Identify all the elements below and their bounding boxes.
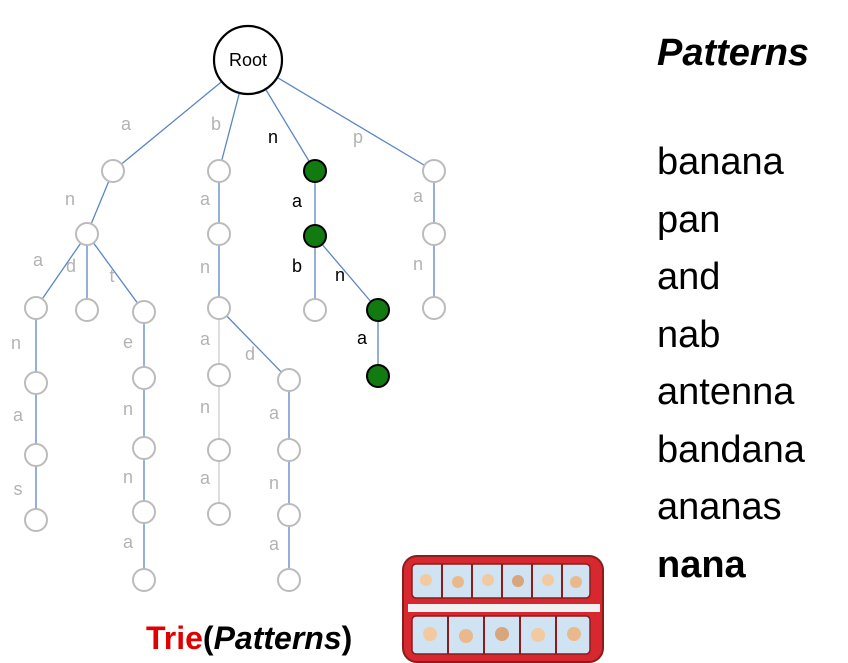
trie-node-an — [75, 222, 99, 246]
trie-edge-label: p — [353, 127, 363, 147]
trie-diagram: a b n p n a d t n a s e n n a a n a d n a a n a a b n a a n Root — [11, 24, 446, 592]
trie-edge-label: a — [269, 534, 280, 554]
trie-edge-label: a — [33, 250, 44, 270]
caption-open-paren: ( — [202, 620, 214, 656]
trie-node-ba — [207, 222, 231, 246]
trie-edge-label: n — [200, 257, 210, 277]
trie-edge-label: n — [123, 399, 133, 419]
trie-node-pan — [422, 296, 446, 320]
trie-edge-label: n — [200, 397, 210, 417]
trie-node-anana — [24, 443, 48, 467]
trie-node-antenna — [132, 568, 156, 592]
patterns-title: Patterns — [657, 32, 810, 74]
trie-edge-label: d — [245, 344, 255, 364]
trie-edge-label: a — [200, 468, 211, 488]
trie-node-ana — [24, 296, 48, 320]
caption-word: Trie — [146, 620, 203, 656]
trie-node-band — [277, 368, 301, 392]
trie-edge-label: a — [121, 114, 132, 134]
trie-node-anan — [24, 371, 48, 395]
trie-edge-label: n — [11, 333, 21, 353]
trie-edge-label: t — [109, 266, 114, 286]
trie-edge-label: e — [123, 332, 133, 352]
trie-node-b — [207, 159, 231, 183]
trie-edge-label: b — [292, 256, 302, 276]
trie-edge-label: s — [14, 479, 23, 499]
trie-node-na — [303, 224, 327, 248]
trie-edge-an-ana — [35, 233, 88, 309]
pattern-item: antenna — [657, 371, 795, 413]
trie-node-ban — [207, 296, 231, 320]
trie-node-ananas — [24, 508, 48, 532]
trie-edge-label: a — [200, 189, 211, 209]
trie-node-banan — [207, 438, 231, 462]
trie-edge-label: a — [357, 328, 368, 348]
trie-node-ante — [132, 366, 156, 390]
trie-root-label: Root — [229, 50, 267, 70]
trie-edge-label: a — [13, 405, 24, 425]
trie-edge-ban-band — [218, 307, 290, 381]
trie-node-bandan — [277, 503, 301, 527]
trie-edge-label: a — [269, 403, 280, 423]
trie-node-a — [101, 159, 125, 183]
trie-node-anten — [132, 436, 156, 460]
pattern-item: bandana — [657, 428, 805, 471]
trie-node-ant — [132, 300, 156, 324]
trie-node-bana — [207, 363, 231, 387]
trie-nodes: Root — [24, 24, 446, 592]
trie-node-and — [75, 298, 99, 322]
pattern-item: nab — [657, 313, 721, 356]
pattern-item: and — [657, 256, 721, 298]
trie-edge-label: b — [211, 114, 221, 134]
trie-edge-label: n — [269, 473, 279, 493]
trie-edge-na-nan — [314, 235, 379, 311]
caption-close-paren: ) — [341, 620, 353, 656]
trie-caption: Trie(Patterns) — [146, 618, 352, 658]
trie-edge-label: a — [123, 532, 134, 552]
trie-edge-label: n — [268, 127, 278, 147]
trie-root-node: Root — [212, 24, 284, 96]
caption-argument: Patterns — [213, 620, 342, 656]
pattern-item: banana — [657, 141, 784, 183]
trie-node-pa — [422, 222, 446, 246]
trie-node-banda — [277, 438, 301, 462]
trie-edge-root-p — [247, 59, 435, 172]
trie-edge-label: n — [123, 467, 133, 487]
pattern-item: pan — [657, 198, 721, 241]
trie-node-n — [303, 159, 327, 183]
trie-node-bandana — [277, 568, 301, 592]
trie-edge-label: n — [65, 189, 75, 209]
trie-node-nan — [366, 298, 390, 322]
pattern-item: ananas — [657, 486, 782, 528]
trie-edge-label: a — [292, 191, 303, 211]
double-decker-bus-icon — [402, 555, 604, 663]
trie-node-nana — [366, 364, 390, 388]
trie-edge-label: a — [413, 186, 424, 206]
trie-edge-an-ant — [86, 233, 145, 313]
trie-edge-label: n — [413, 254, 423, 274]
trie-edge-label: d — [66, 256, 76, 276]
trie-edge-labels: a b n p n a d t n a s e n n a a n a d n a a n a a b n a a n — [11, 114, 424, 554]
trie-edge-label: n — [335, 265, 345, 285]
trie-node-p — [422, 159, 446, 183]
trie-node-banana — [207, 502, 231, 526]
patterns-list: Patterns banana pan and nab antenna band… — [657, 30, 809, 594]
trie-edge-label: a — [200, 329, 211, 349]
trie-node-nab — [303, 298, 327, 322]
trie-node-antenn — [132, 500, 156, 524]
pattern-item-highlighted: nana — [657, 543, 746, 586]
